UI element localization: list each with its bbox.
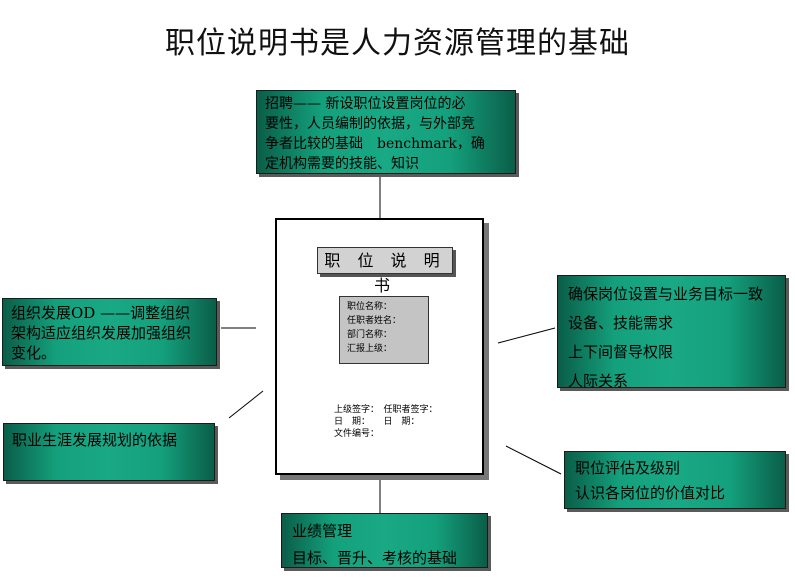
org-development-box: 组织发展OD ——调整组织 架构适应组织发展加强组织 变化。 bbox=[2, 298, 217, 366]
recruitment-line: 要性，人员编制的依据，与外部竞 bbox=[265, 116, 475, 132]
org-development-line: 变化。 bbox=[11, 344, 57, 362]
field-department-name: 部门名称： bbox=[347, 330, 393, 340]
slide-title: 职位说明书是人力资源管理的基础 bbox=[165, 26, 630, 61]
recruitment-box: 招聘—— 新设职位设置岗位的必 要性，人员编制的依据，与外部竞 争者比较的基础 … bbox=[256, 90, 516, 174]
connector-right-top bbox=[497, 327, 556, 344]
position-alignment-line: 确保岗位设置与业务目标一致 bbox=[568, 285, 764, 303]
career-development-line: 职业生涯发展规划的依据 bbox=[12, 431, 178, 449]
document-fields: 职位名称： 任职者姓名： 部门名称： 汇报上级： bbox=[339, 296, 429, 364]
recruitment-line: 招聘—— 新设职位设置岗位的必 bbox=[265, 96, 466, 112]
org-development-line: 架构适应组织发展加强组织 bbox=[11, 324, 192, 342]
recruitment-line: 争者比较的基础 benchmark，确 bbox=[265, 136, 485, 152]
career-development-box: 职业生涯发展规划的依据 bbox=[3, 423, 215, 481]
org-development-line: 组织发展OD ——调整组织 bbox=[11, 304, 191, 322]
job-evaluation-line: 认识各岗位的价值对比 bbox=[575, 484, 726, 502]
connector-left-bottom bbox=[228, 390, 264, 419]
connector-right-bottom bbox=[505, 445, 562, 475]
recruitment-line: 定机构需要的技能、知识 bbox=[265, 156, 419, 172]
position-alignment-line: 人际关系 bbox=[568, 372, 629, 390]
performance-management-box: 业绩管理 目标、晋升、考核的基础 bbox=[281, 513, 488, 568]
position-alignment-box: 确保岗位设置与业务目标一致 设备、技能需求 上下间督导权限 人际关系 bbox=[557, 275, 786, 390]
job-evaluation-line: 职位评估及级别 bbox=[575, 459, 681, 477]
document-title: 职 位 说 明 书 bbox=[317, 247, 453, 295]
position-alignment-line: 设备、技能需求 bbox=[568, 314, 674, 332]
signature-line: 上级签字： 任职者签字： bbox=[334, 405, 438, 415]
field-incumbent-name: 任职者姓名： bbox=[347, 316, 402, 326]
job-description-document: 职 位 说 明 书 职位名称： 任职者姓名： 部门名称： 汇报上级： 上级签字：… bbox=[275, 218, 484, 475]
field-reports-to: 汇报上级： bbox=[347, 344, 393, 354]
file-number-line: 文件编号： bbox=[334, 429, 380, 439]
performance-management-line: 目标、晋升、考核的基础 bbox=[292, 549, 458, 567]
position-alignment-line: 上下间督导权限 bbox=[568, 343, 674, 361]
date-line: 日 期： 日 期： bbox=[334, 417, 420, 427]
performance-management-line: 业绩管理 bbox=[292, 522, 353, 540]
job-evaluation-box: 职位评估及级别 认识各岗位的价值对比 bbox=[564, 451, 786, 509]
document-signatures: 上级签字： 任职者签字： 日 期： 日 期： 文件编号： bbox=[334, 404, 438, 440]
field-position-name: 职位名称： bbox=[347, 302, 393, 312]
